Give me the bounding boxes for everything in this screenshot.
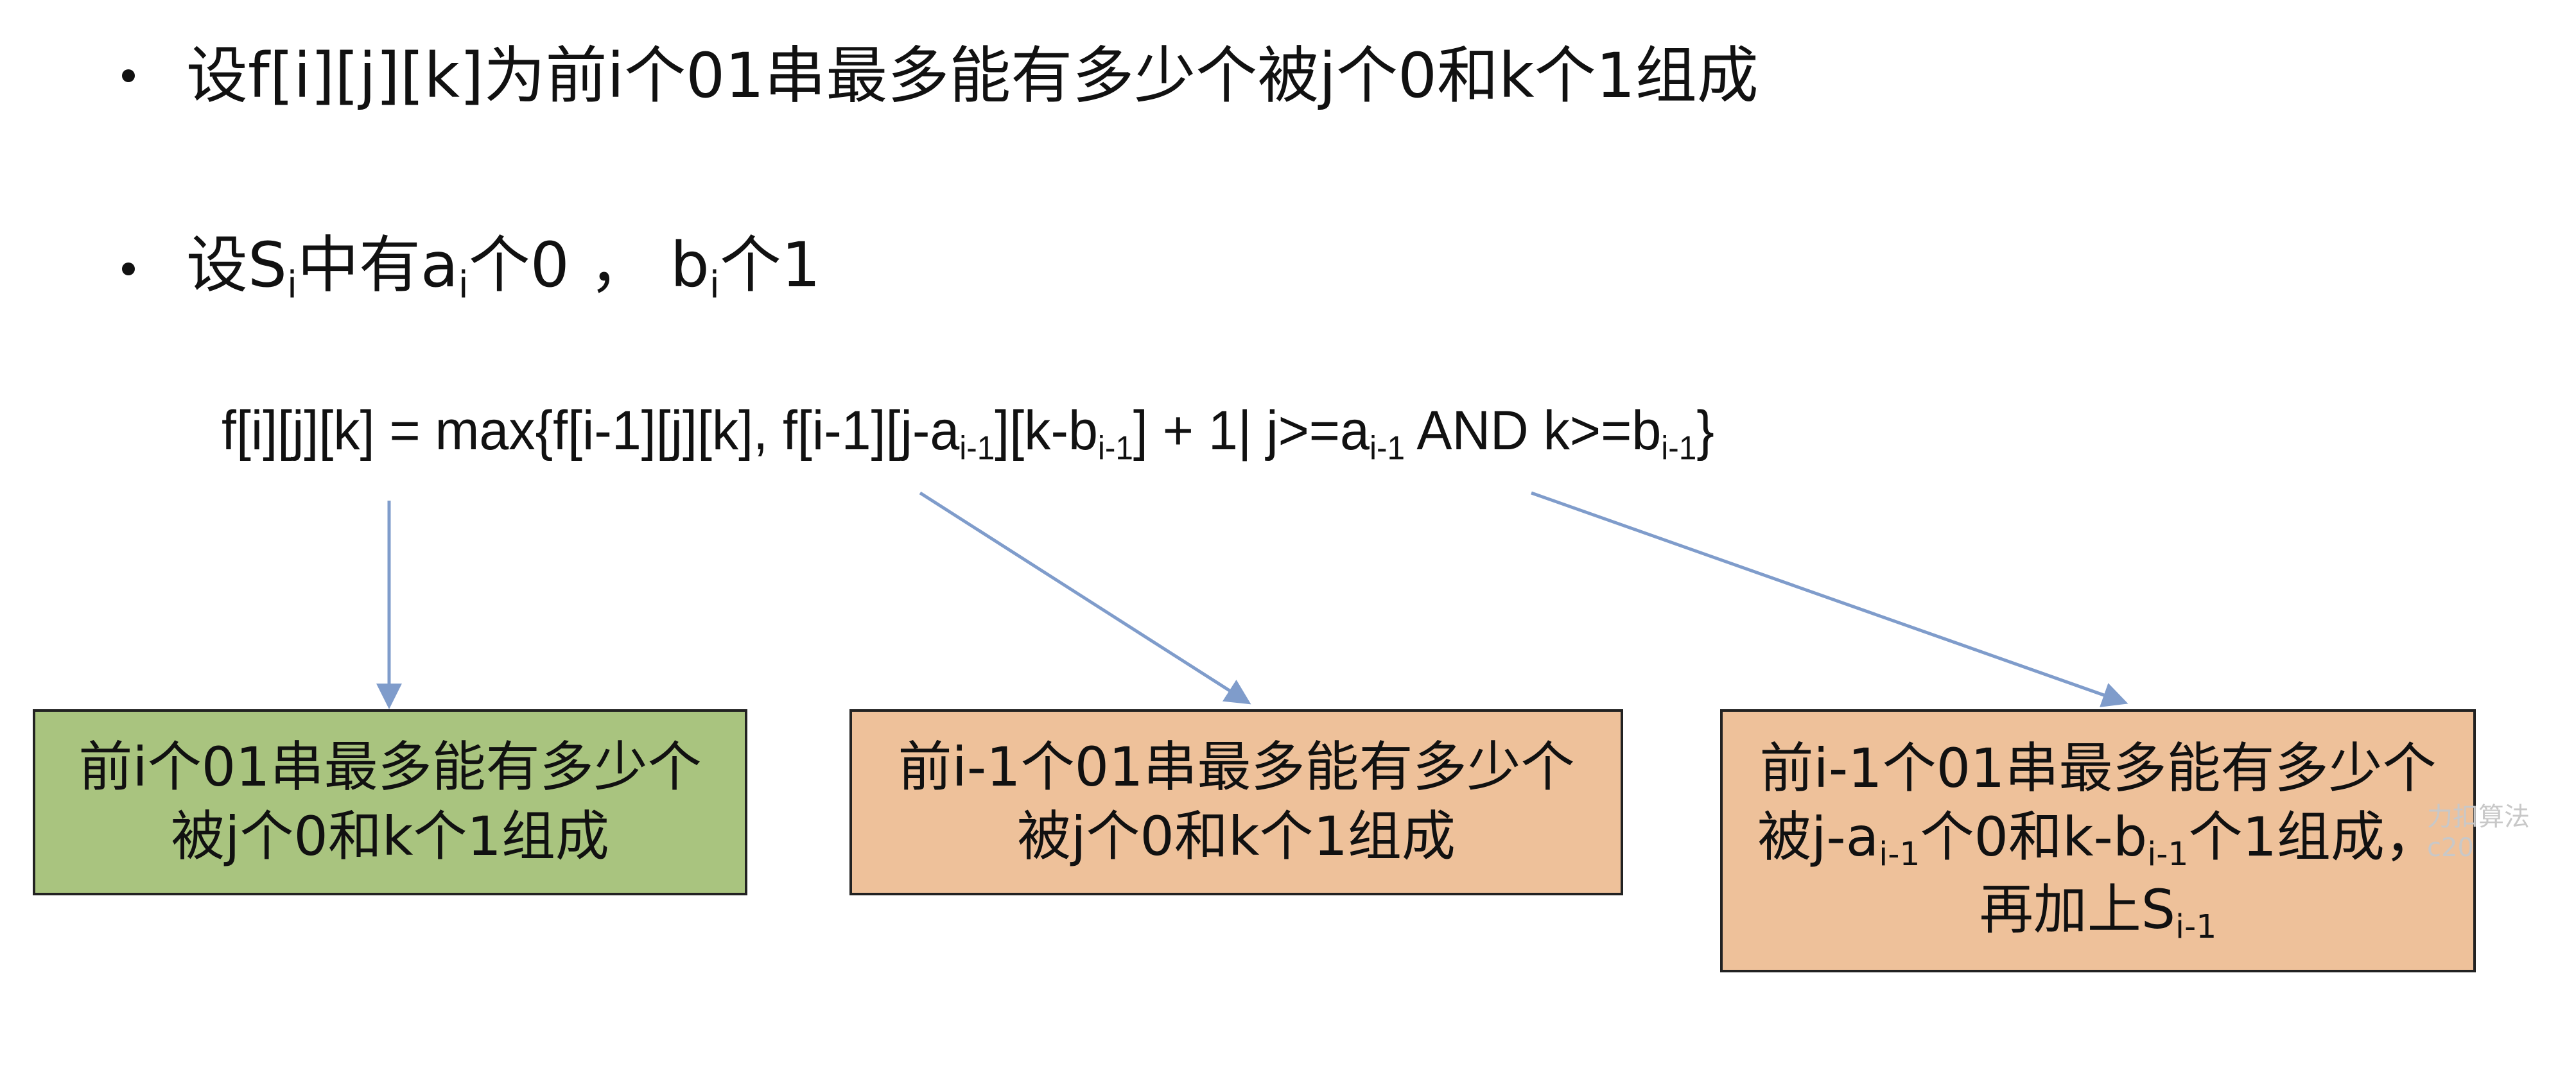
box-take-text: 前i-1个01串最多能有多少个被j-ai-1个0和k-bi-1个1组成， 再加上…: [1757, 736, 2439, 945]
bullet-dot: [122, 69, 135, 82]
bullet-counts: 设Si中有ai个0 ， bi个1: [122, 234, 821, 304]
box-current-text: 前i个01串最多能有多少个被j个0和k个1组成: [78, 736, 702, 868]
arrow-3: [1531, 491, 2128, 707]
box-take-state: 前i-1个01串最多能有多少个被j-ai-1个0和k-bi-1个1组成， 再加上…: [1720, 709, 2476, 972]
watermark: 力扣算法 c20: [2427, 802, 2530, 863]
box-skip-state: 前i-1个01串最多能有多少个被j个0和k个1组成: [849, 709, 1623, 895]
bullet-dot: [122, 262, 135, 275]
box-skip-text: 前i-1个01串最多能有多少个被j个0和k个1组成: [898, 736, 1575, 868]
counts-text: 设Si中有ai个0 ， bi个1: [186, 229, 821, 307]
arrow-2: [919, 491, 1251, 705]
bullet-definition: 设f[i][j][k]为前i个01串最多能有多少个被j个0和k个1组成: [122, 45, 1759, 107]
box-current-state: 前i个01串最多能有多少个被j个0和k个1组成: [33, 709, 747, 895]
recurrence-formula: f[i][j][k] = max{f[i-1][j][k], f[i-1][j-…: [222, 400, 1714, 467]
definition-text: 设f[i][j][k]为前i个01串最多能有多少个被j个0和k个1组成: [186, 40, 1759, 112]
